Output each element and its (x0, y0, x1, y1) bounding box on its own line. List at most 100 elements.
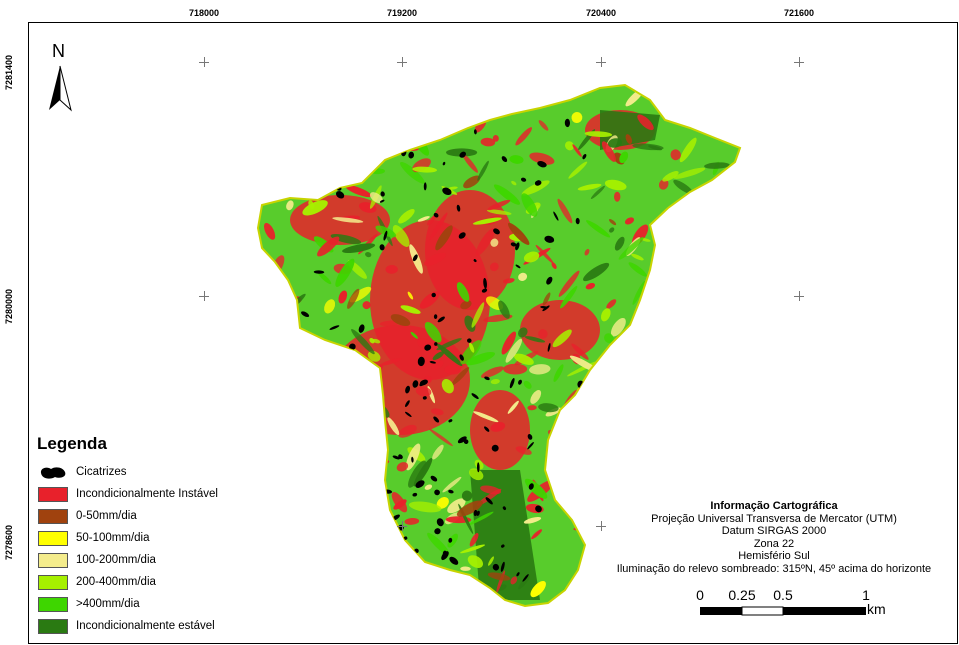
susceptibility-patch (605, 433, 613, 441)
scar (317, 453, 322, 457)
susceptibility-patch (296, 354, 303, 367)
susceptibility-patch (369, 509, 386, 541)
scar (449, 556, 459, 565)
scar (546, 276, 553, 285)
susceptibility-patch (415, 386, 432, 397)
susceptibility-patch (619, 435, 633, 456)
susceptibility-patch (477, 160, 489, 181)
info-title: Informação Cartográfica (710, 500, 838, 512)
susceptibility-patch (369, 337, 375, 344)
susceptibility-patch (637, 114, 654, 131)
susceptibility-patch (707, 211, 725, 239)
susceptibility-patch (460, 300, 472, 310)
susceptibility-patch (681, 372, 711, 384)
susceptibility-patch (330, 233, 362, 245)
susceptibility-patch (569, 492, 590, 512)
susceptibility-patch (258, 517, 277, 531)
scar (376, 404, 382, 411)
susceptibility-patch (283, 476, 292, 486)
susceptibility-patch (369, 192, 383, 204)
susceptibility-patch (632, 280, 646, 305)
susceptibility-patch (689, 417, 699, 428)
scar (369, 511, 375, 521)
susceptibility-patch (441, 379, 454, 394)
scar (584, 464, 594, 471)
susceptibility-patch (460, 544, 486, 554)
scar (434, 489, 440, 496)
scar (448, 537, 453, 543)
susceptibility-patch (301, 96, 326, 105)
susceptibility-patch (412, 166, 438, 173)
susceptibility-patch (660, 591, 666, 602)
susceptibility-patch (658, 231, 675, 253)
susceptibility-patch (345, 399, 359, 419)
scar (315, 524, 320, 532)
susceptibility-patch (261, 546, 270, 555)
scar (485, 497, 493, 505)
susceptibility-patch (308, 477, 318, 491)
susceptibility-patch (658, 398, 666, 407)
susceptibility-patch (623, 425, 645, 442)
susceptibility-patch (372, 478, 380, 486)
stable-zone (470, 110, 660, 600)
susceptibility-patch (585, 282, 596, 290)
susceptibility-patch (515, 127, 533, 146)
scar (547, 342, 551, 352)
susceptibility-patch (511, 180, 517, 186)
scar (535, 505, 542, 513)
info-line: Hemisfério Sul (738, 550, 810, 562)
susceptibility-patch (542, 292, 551, 306)
susceptibility-patch (521, 180, 550, 196)
susceptibility-patch (258, 318, 271, 325)
susceptibility-patch (350, 530, 368, 537)
susceptibility-patch (631, 253, 644, 261)
susceptibility-patch (469, 342, 475, 353)
grid-label-x-720400: 720400 (585, 8, 617, 18)
susceptibility-patch (675, 202, 691, 210)
susceptibility-patch (354, 120, 364, 131)
susceptibility-patch (447, 498, 466, 514)
susceptibility-patch (432, 351, 445, 361)
susceptibility-patch (606, 299, 617, 309)
susceptibility-patch (342, 243, 376, 254)
susceptibility-patch (567, 400, 579, 429)
susceptibility-patch (359, 140, 374, 170)
susceptibility-patch (604, 333, 614, 344)
susceptibility-patch (684, 108, 699, 125)
susceptibility-patch (351, 328, 375, 355)
susceptibility-patch (472, 217, 502, 225)
susceptibility-patch (258, 178, 270, 192)
susceptibility-patch (553, 364, 564, 382)
cartographic-info: Informação Cartográfica Projeção Univers… (590, 500, 958, 575)
grid-cross (397, 57, 407, 67)
susceptibility-patch (690, 88, 713, 93)
susceptibility-patch (624, 217, 635, 225)
susceptibility-patch (329, 586, 352, 606)
susceptibility-patch (264, 99, 287, 124)
scar (432, 569, 440, 578)
susceptibility-patch (710, 200, 740, 213)
scar (335, 119, 345, 124)
grid-label-x-721600: 721600 (783, 8, 815, 18)
grid-cross (596, 521, 606, 531)
susceptibility-patch (724, 208, 735, 231)
scar (434, 342, 438, 346)
susceptibility-patch (282, 98, 308, 114)
susceptibility-patch (480, 366, 504, 379)
susceptibility-patch (300, 342, 315, 355)
scar (300, 446, 306, 452)
scar (423, 182, 427, 191)
susceptibility-patch (518, 272, 528, 282)
scar (323, 176, 332, 181)
susceptibility-patch (610, 317, 626, 337)
susceptibility-patch (258, 304, 281, 325)
scar (307, 469, 314, 478)
susceptibility-patch (589, 580, 618, 588)
scar (534, 180, 542, 186)
susceptibility-patch (310, 530, 331, 541)
scar (563, 416, 570, 424)
susceptibility-patch (357, 555, 382, 560)
susceptibility-patch (487, 199, 511, 211)
susceptibility-patch (673, 179, 693, 195)
scar (328, 385, 336, 394)
